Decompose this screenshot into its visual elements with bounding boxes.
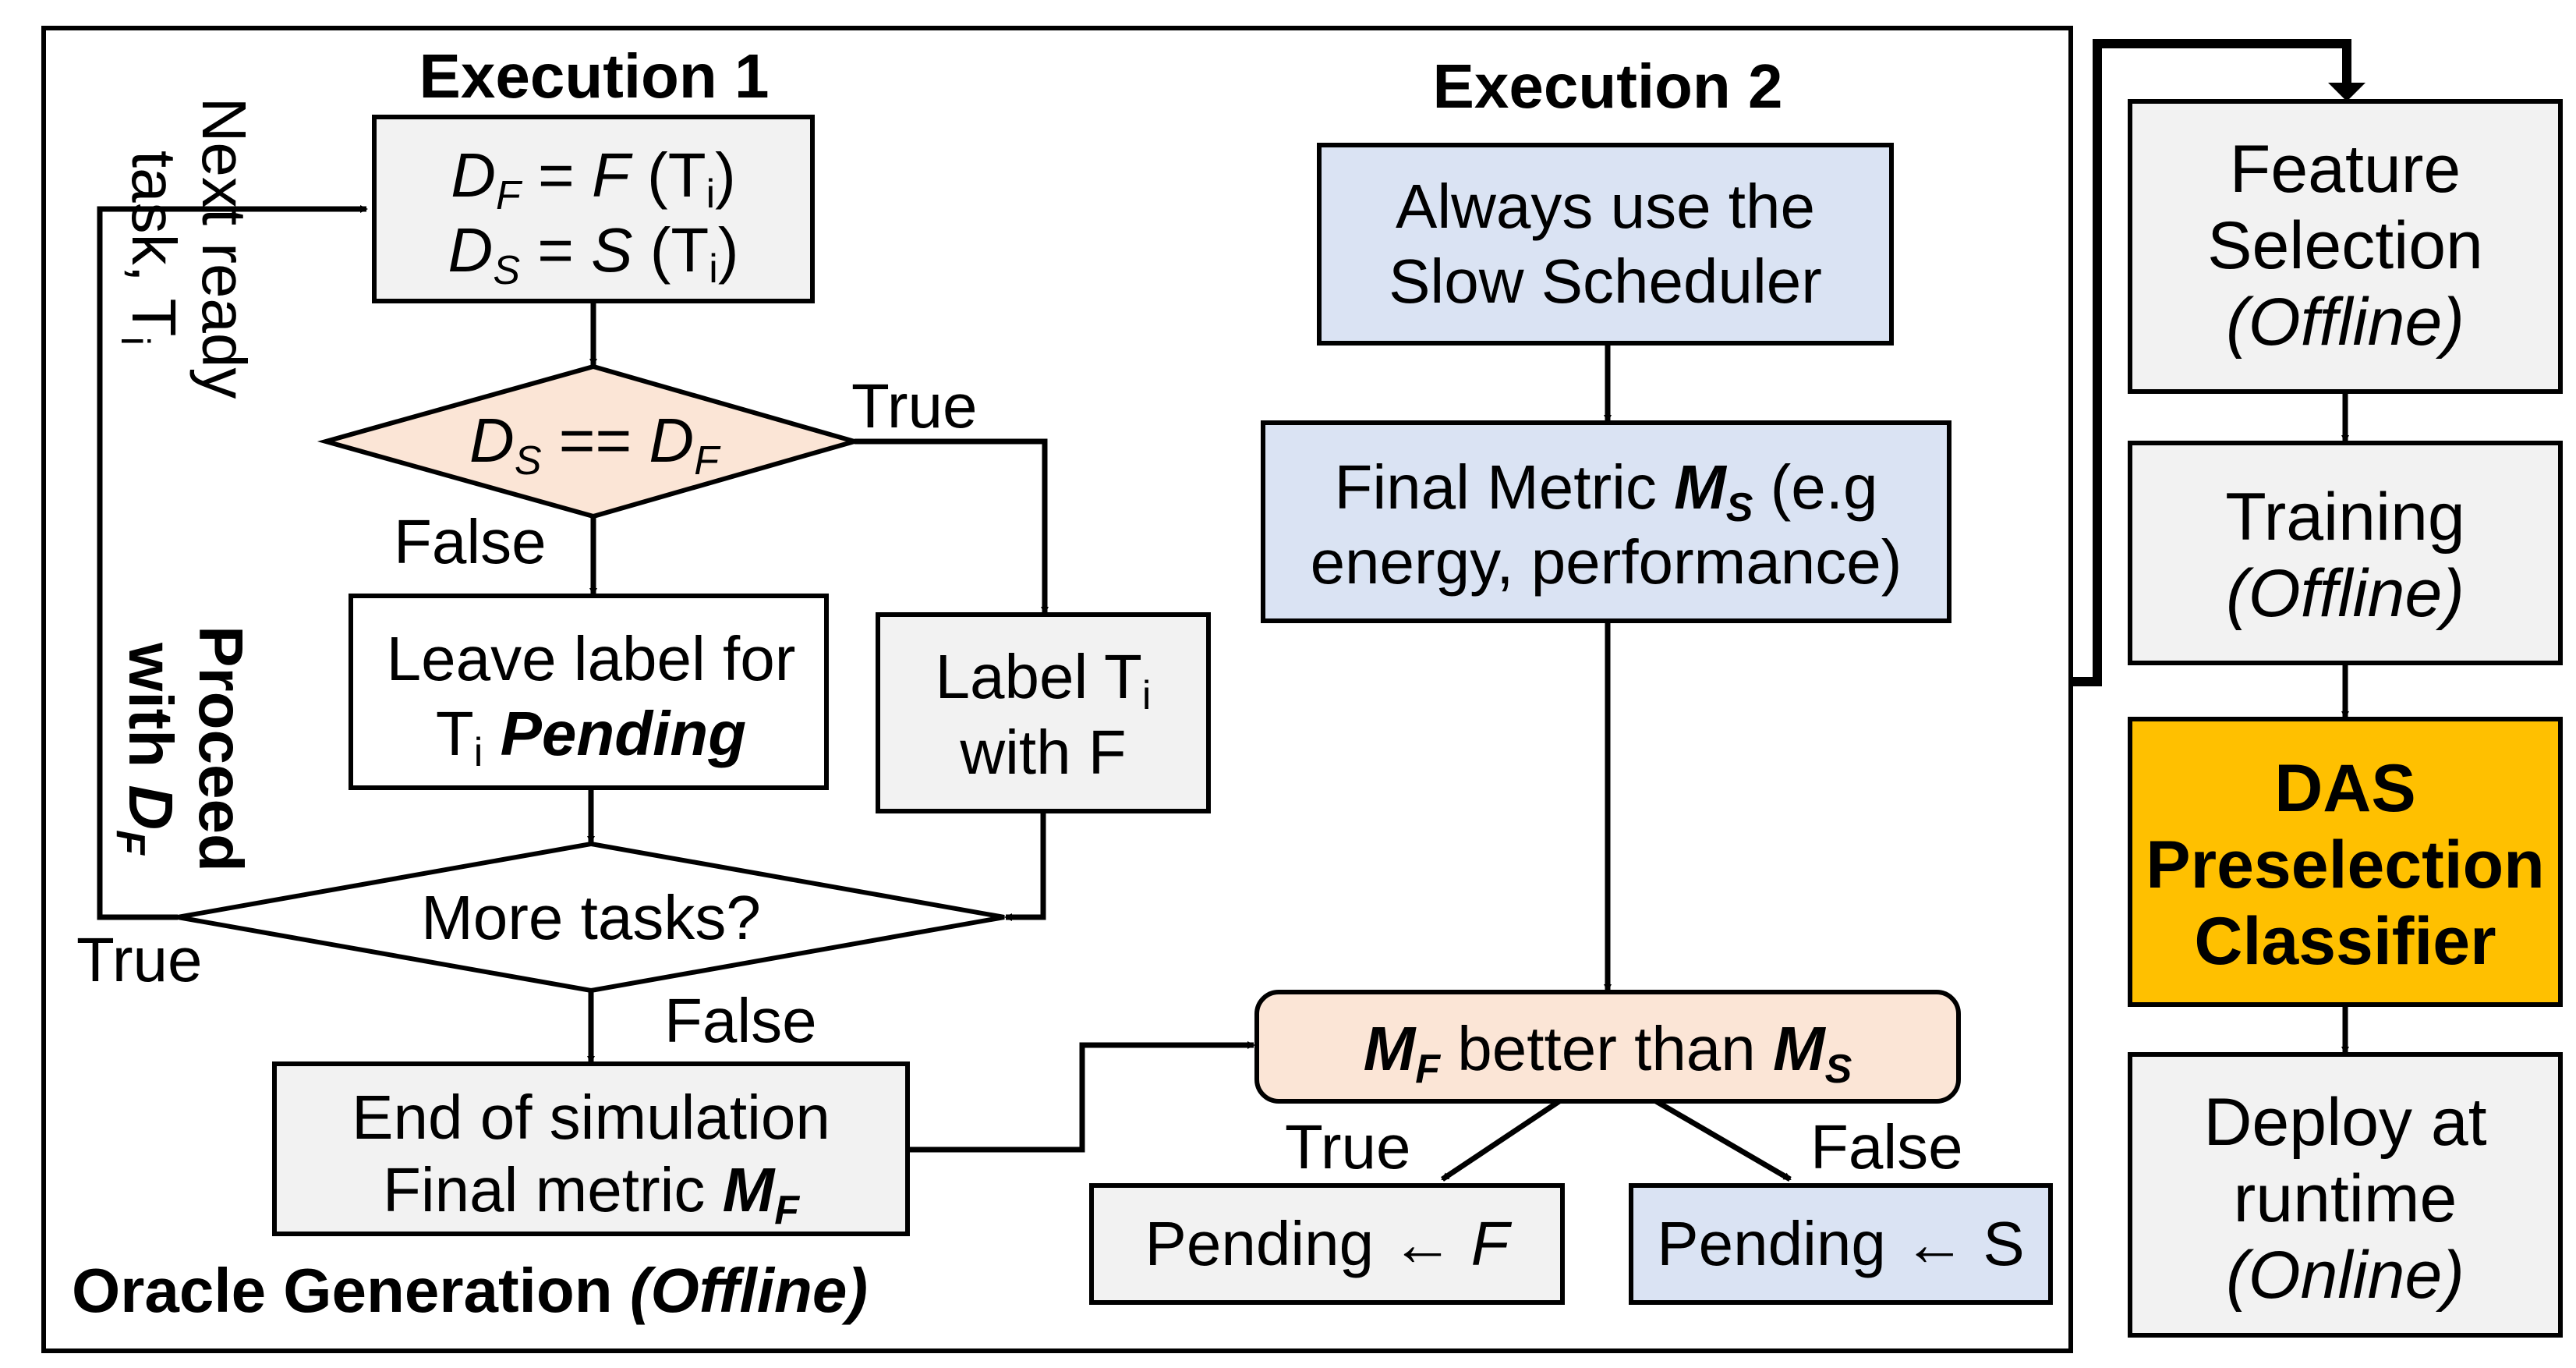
always-slow-line1: Always use the <box>1396 172 1815 241</box>
ds-equation: DS = S (Ti) <box>448 215 739 293</box>
execution-2-title: Execution 2 <box>1432 51 1782 121</box>
label-with-f-line2: with F <box>959 718 1126 787</box>
final-metric-line2: energy, performance) <box>1311 527 1902 597</box>
feature-selection-line3: (Offline) <box>2226 285 2465 360</box>
feature-selection-box <box>2128 99 2563 394</box>
arrow-true-to-label-box <box>855 438 1049 615</box>
arrow-true-to-pending-f <box>1441 1099 1561 1182</box>
leave-label-line1: Leave label for <box>387 624 796 693</box>
always-slow-line2: Slow Scheduler <box>1389 246 1822 316</box>
arrow-loop-next-task <box>97 205 368 920</box>
next-ready-label-1: Next ready <box>189 97 259 399</box>
mf-better-than-ms-label: MF better than MS <box>1364 1014 1852 1092</box>
end-of-simulation-line2: Final metric MF <box>383 1155 800 1233</box>
ds-equals-df-label: DS == DF <box>469 406 721 484</box>
next-ready-label-2: task, Ti <box>112 151 189 346</box>
arrow-oracle-to-feature-selection <box>2071 39 2351 686</box>
arrow-label-to-more-tasks <box>1004 811 1046 921</box>
diamond1-true-label: True <box>851 371 978 441</box>
pending-f-box <box>1089 1183 1565 1305</box>
label-with-f-box <box>876 612 1211 813</box>
das-line2: Preselection <box>2146 828 2544 902</box>
arrowhead-feature-selection <box>2328 83 2365 101</box>
end-of-simulation-box <box>272 1061 910 1236</box>
das-preselection-classifier-box <box>2128 717 2563 1007</box>
feature-selection-line2: Selection <box>2207 208 2483 283</box>
label-with-f-line1: Label Ti <box>936 642 1152 718</box>
training-line1: Training <box>2225 480 2465 555</box>
das-line1: DAS <box>2274 751 2416 826</box>
execution-1-title: Execution 1 <box>419 41 769 111</box>
pending-f-label: Pending ← F <box>1145 1209 1513 1278</box>
more-tasks-label: More tasks? <box>421 883 761 952</box>
diamond2-false-label: False <box>664 986 817 1055</box>
deploy-line1: Deploy at <box>2203 1085 2486 1160</box>
arrow-mf-to-compare <box>908 1041 1255 1153</box>
df-equation: DF = F (Ti) <box>451 140 736 218</box>
diamond2-true-label: True <box>76 925 203 994</box>
final-metric-line1: Final Metric MS (e.g <box>1334 452 1877 530</box>
always-slow-scheduler-box <box>1317 143 1894 346</box>
deploy-line3: (Online) <box>2226 1238 2465 1313</box>
oracle-generation-frame <box>41 26 2073 1353</box>
das-line3: Classifier <box>2194 904 2496 979</box>
deploy-line2: runtime <box>2234 1161 2457 1236</box>
feature-selection-line1: Feature <box>2230 132 2461 207</box>
pending-s-label: Pending ← S <box>1657 1209 2024 1278</box>
compare-true-label: True <box>1285 1112 1411 1182</box>
proceed-label-1: Proceed <box>186 626 256 872</box>
oracle-generation-footer: Oracle Generation (Offline) <box>72 1256 868 1325</box>
pending-s-box <box>1629 1183 2053 1305</box>
proceed-label-2: with DF <box>108 642 186 856</box>
deploy-at-runtime-box <box>2128 1052 2563 1338</box>
arrow-false-to-pending-s <box>1654 1098 1792 1182</box>
compare-false-label: False <box>1810 1112 1963 1182</box>
diamond1-false-label: False <box>394 507 547 576</box>
training-box <box>2128 441 2563 665</box>
leave-label-line2: Ti Pending <box>436 699 746 775</box>
end-of-simulation-line1: End of simulation <box>352 1083 830 1152</box>
training-line2: (Offline) <box>2226 556 2465 631</box>
mf-better-than-ms-box <box>1254 990 1961 1104</box>
